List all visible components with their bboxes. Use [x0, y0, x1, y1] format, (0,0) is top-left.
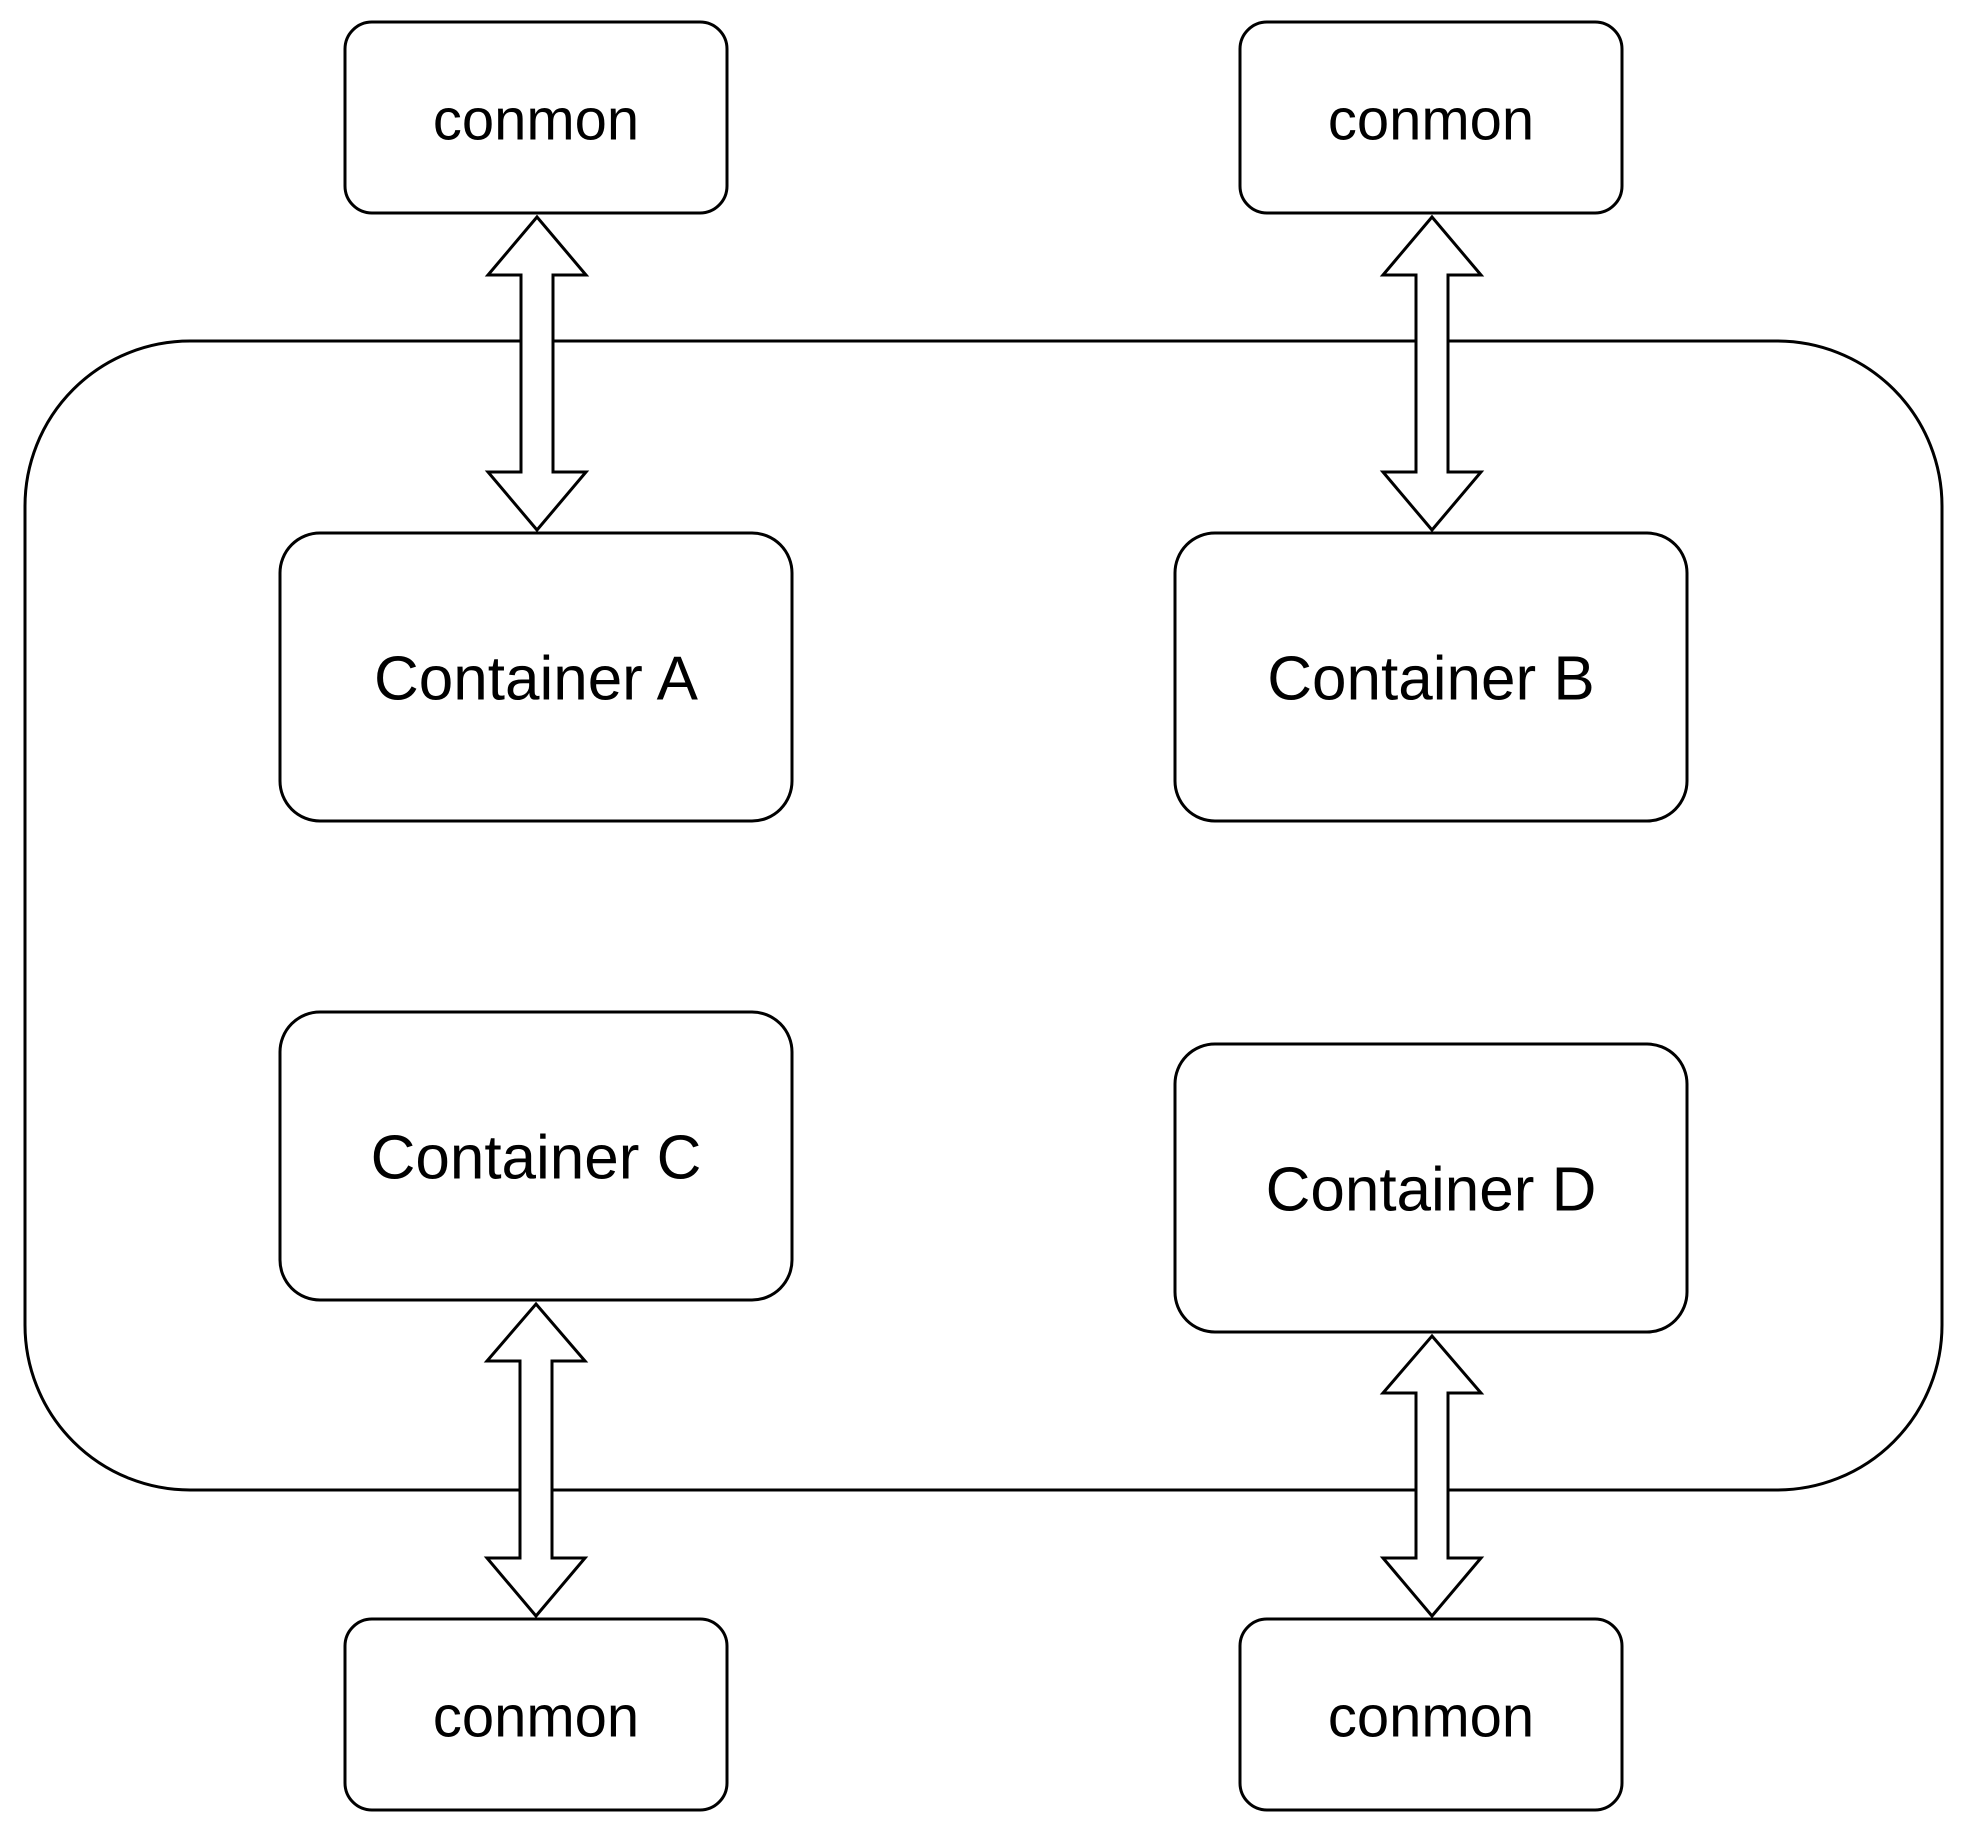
container-b-node[interactable]: Container B: [1173, 531, 1689, 823]
container-a-label: Container A: [374, 645, 699, 714]
conmon-box-top-left: [343, 20, 729, 215]
container-b-label: Container B: [1267, 645, 1594, 714]
container-a-box: [278, 531, 794, 823]
conmon-box-top-right: [1238, 20, 1624, 215]
conmon-label-bottom-right: conmon: [1328, 1685, 1534, 1750]
double-arrow-icon-top-right: [1379, 214, 1485, 533]
conmon-node-top-left[interactable]: conmon: [343, 20, 729, 215]
conmon-node-bottom-right[interactable]: conmon: [1238, 1617, 1624, 1812]
double-arrow-icon-top-left: [484, 214, 590, 533]
conmon-label-top-right: conmon: [1328, 88, 1534, 153]
double-arrow-icon-bottom-right: [1379, 1333, 1485, 1619]
container-c-box: [278, 1010, 794, 1302]
container-c-node[interactable]: Container C: [278, 1010, 794, 1302]
conmon-node-bottom-left[interactable]: conmon: [343, 1617, 729, 1812]
conmon-label-bottom-left: conmon: [433, 1685, 639, 1750]
conmon-box-bottom-right: [1238, 1617, 1624, 1812]
container-d-box: [1173, 1042, 1689, 1334]
conmon-node-top-right[interactable]: conmon: [1238, 20, 1624, 215]
conmon-box-bottom-left: [343, 1617, 729, 1812]
container-d-label: Container D: [1266, 1156, 1597, 1225]
container-d-node[interactable]: Container D: [1173, 1042, 1689, 1334]
double-arrow-icon-bottom-left: [483, 1301, 589, 1619]
conmon-label-top-left: conmon: [433, 88, 639, 153]
container-a-node[interactable]: Container A: [278, 531, 794, 823]
container-b-box: [1173, 531, 1689, 823]
container-c-label: Container C: [371, 1124, 702, 1193]
